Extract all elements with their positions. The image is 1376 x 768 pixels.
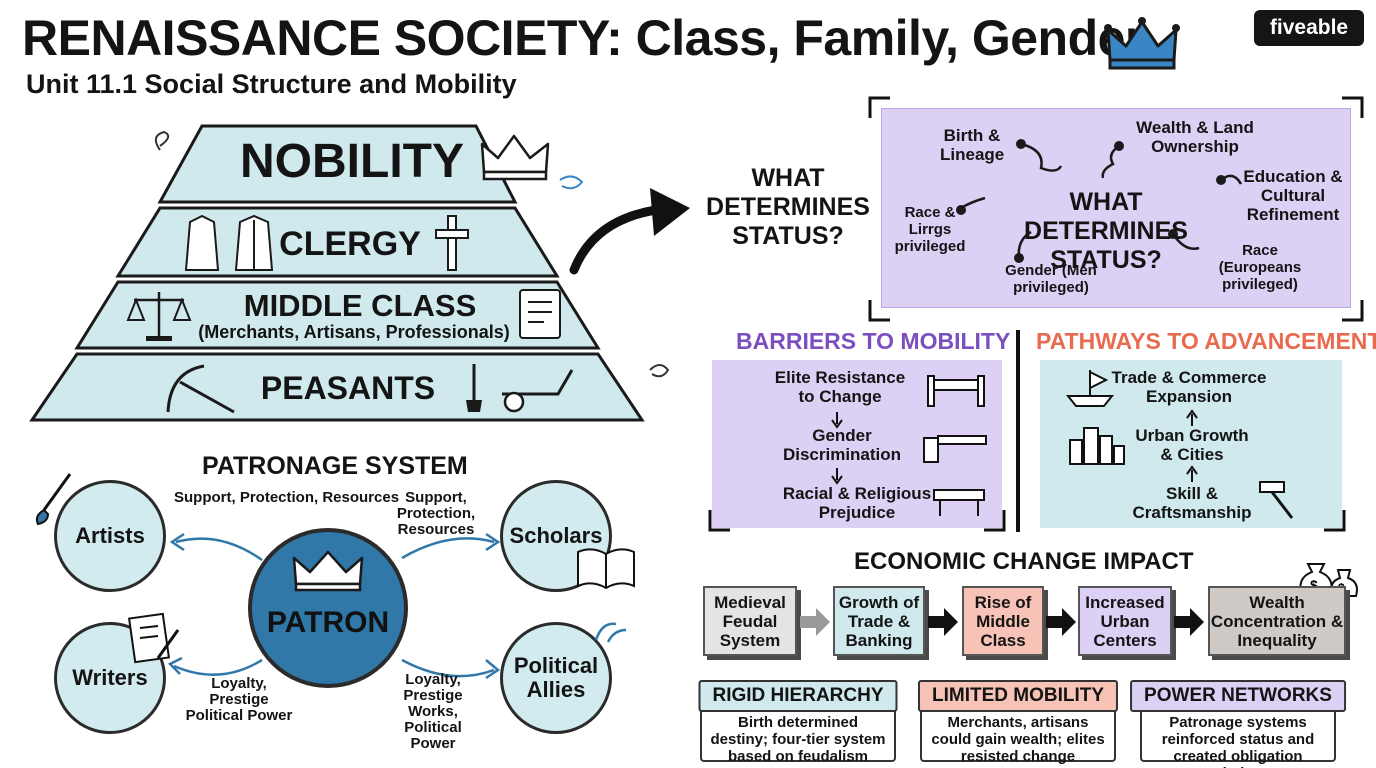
scythe-icon <box>166 364 235 414</box>
clergy-robes-icon <box>184 214 274 271</box>
page-subtitle: Unit 11.1 Social Structure and Mobility <box>26 69 517 99</box>
pathway-urban: Urban Growth & Cities <box>1135 426 1249 464</box>
label-political-flow: Loyalty, Prestige Works, Political Power <box>403 671 463 752</box>
card-rigid-heading: RIGID HIERARCHY <box>698 680 898 712</box>
pathway-trade: Trade & Commerce Expansion <box>1111 368 1267 406</box>
node-writers-label: Writers <box>72 665 148 690</box>
node-political-label: Political Allies <box>513 653 599 702</box>
barriers-frame <box>708 412 1006 532</box>
pathway-skill: Skill & Craftsmanship <box>1132 484 1252 522</box>
barrier-racial: Racial & Religious Prejudice <box>782 484 932 522</box>
decorative-swirl-icon <box>594 622 627 643</box>
status-center-label: WHAT DETERMINES STATUS? <box>1024 188 1188 274</box>
card-rigid-text: Birth determined destiny; four-tier syst… <box>710 714 886 765</box>
factor-race-lirrgs: Race & Lirrgs privileged <box>894 204 966 255</box>
open-book-icon <box>577 548 635 590</box>
card-limited-heading: LIMITED MOBILITY <box>917 680 1119 712</box>
node-scholars-label: Scholars <box>509 523 603 548</box>
paintbrush-icon <box>35 473 72 526</box>
cross-icon <box>435 215 469 271</box>
pathways-heading: PATHWAYS TO ADVANCEMENT <box>1036 328 1376 354</box>
node-artists: Artists <box>54 480 166 592</box>
step-middle-class: Rise of Middle Class <box>962 586 1044 656</box>
tier-clergy: CLERGY <box>279 225 421 263</box>
tier-nobility: NOBILITY <box>240 135 464 188</box>
step-feudal: Medieval Feudal System <box>703 586 797 656</box>
crown-icon <box>292 550 364 592</box>
brand-logo: fiveable <box>1254 10 1364 46</box>
patronage-heading: PATRONAGE SYSTEM <box>202 452 468 480</box>
hammer-icon <box>1259 481 1294 519</box>
crown-icon <box>480 134 550 181</box>
patron-label: PATRON <box>266 606 390 639</box>
crown-icon <box>1104 17 1180 70</box>
ship-icon <box>1065 370 1115 407</box>
factor-wealth: Wealth & Land Ownership <box>1136 118 1254 156</box>
tier-middle-class-sublabel: (Merchants, Artisans, Professionals) <box>198 322 510 342</box>
barriers-heading: BARRIERS TO MOBILITY <box>736 328 1011 354</box>
label-writers-flow: Loyalty, Prestige Political Power <box>185 675 293 724</box>
pathways-frame <box>1186 409 1346 532</box>
patronage-arrows <box>167 532 501 680</box>
factor-gender: Gender (Men privileged) <box>1005 262 1097 296</box>
factor-race-europeans: Race (Europeans privileged) <box>1218 242 1302 293</box>
label-scholars-flow: Support, Protection, Resources <box>396 489 476 538</box>
boom-gate-icon <box>923 435 987 463</box>
arrow-to-status <box>569 188 690 275</box>
factor-education: Education & Cultural Refinement <box>1243 167 1343 224</box>
status-connectors <box>956 139 1243 263</box>
page-title: RENAISSANCE SOCIETY: Class, Family, Gend… <box>22 10 1144 66</box>
svg-text:$: $ <box>1310 577 1318 593</box>
barrier-gate-icon <box>927 375 985 407</box>
node-artists-label: Artists <box>75 523 145 548</box>
node-writers: Writers <box>54 622 166 734</box>
quill-paper-icon <box>127 612 180 664</box>
tier-middle-class: MIDDLE CLASS <box>243 288 477 323</box>
barrier-gender: Gender Discrimination <box>782 426 902 464</box>
card-limited-mobility: LIMITED MOBILITY Merchants, artisans cou… <box>917 680 1119 765</box>
ledger-icon <box>519 289 561 339</box>
status-frame <box>868 96 1364 322</box>
plow-icon <box>466 364 574 413</box>
economic-arrows <box>800 608 1204 636</box>
status-question: WHAT DETERMINES STATUS? <box>706 164 870 250</box>
card-power-heading: POWER NETWORKS <box>1130 680 1346 712</box>
section-divider <box>1016 330 1020 532</box>
card-power-networks: POWER NETWORKS Patronage systems reinfor… <box>1130 680 1346 768</box>
card-rigid-hierarchy: RIGID HIERARCHY Birth determined destiny… <box>698 680 898 765</box>
city-icon <box>1069 427 1125 465</box>
tier-peasants: PEASANTS <box>260 370 436 406</box>
factor-birth: Birth & Lineage <box>940 126 1005 164</box>
label-artists-flow: Support, Protection, Resources <box>174 489 400 506</box>
step-trade: Growth of Trade & Banking <box>833 586 925 656</box>
roadblock-icon <box>933 489 985 516</box>
step-wealth: Wealth Concentration & Inequality <box>1208 586 1346 656</box>
economic-heading: ECONOMIC CHANGE IMPACT <box>854 548 1194 575</box>
barrier-elite: Elite Resistance to Change <box>774 368 906 406</box>
step-urban: Increased Urban Centers <box>1078 586 1172 656</box>
card-power-text: Patronage systems reinforced status and … <box>1161 714 1315 768</box>
scales-icon <box>126 292 192 341</box>
card-limited-text: Merchants, artisans could gain wealth; e… <box>931 714 1105 765</box>
node-political-allies: Political Allies <box>500 622 612 734</box>
